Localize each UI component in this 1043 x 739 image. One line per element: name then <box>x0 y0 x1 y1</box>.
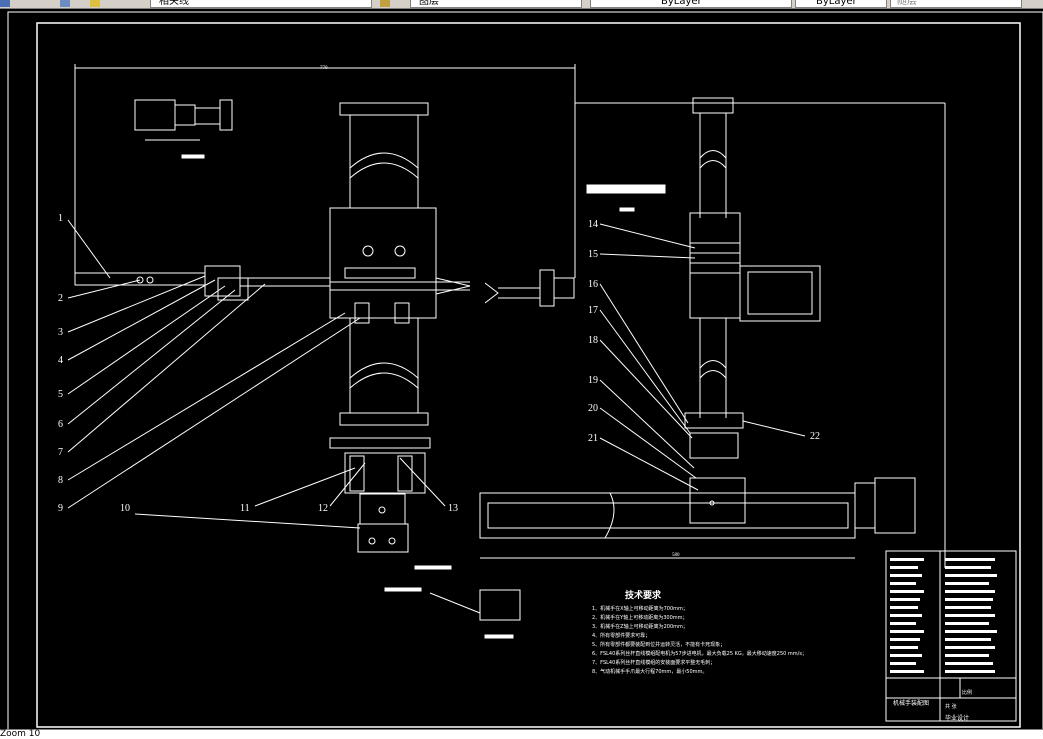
callout-label: 4 <box>58 355 63 366</box>
lineweight-dropdown[interactable]: ByLayer <box>795 0 887 8</box>
callout-label: 18 <box>588 335 598 346</box>
linetype-value: ByLayer <box>661 0 702 7</box>
command-line[interactable]: Zoom 10 <box>0 729 1043 739</box>
callout-label: 21 <box>588 433 598 444</box>
layer-name: 相关线 <box>159 0 189 7</box>
linetype-dropdown[interactable]: ByLayer <box>590 0 792 8</box>
callout-label: 2 <box>58 293 63 304</box>
callout-label: 5 <box>58 389 63 400</box>
parts-list-rows <box>890 558 997 673</box>
plotstyle-dropdown[interactable]: 随层 <box>890 0 1022 8</box>
tech-req-line: 5、所有零部件都要装配到位并运转灵活，不能有卡死现象； <box>592 641 725 648</box>
color-value: 图层 <box>419 0 439 7</box>
layer-state-icon[interactable] <box>60 0 70 7</box>
toolbar: 相关线 图层 ByLayer ByLayer 随层 <box>0 0 1043 9</box>
tech-req-line: 2、机械手在Y轴上可移动距离为300mm； <box>592 614 688 621</box>
drawing-canvas[interactable]: 1 2 3 4 5 6 7 8 9 10 11 12 13 14 15 16 1… <box>0 8 1043 731</box>
leader-lines <box>67 219 806 529</box>
scale-label: 比例 <box>962 689 972 696</box>
tech-req-line: 4、所有零部件要求可靠； <box>592 632 650 639</box>
callout-label: 9 <box>58 503 63 514</box>
tech-req-line: 7、FSL40系列丝杆直线模组的安装面要求平整无毛刺； <box>592 659 715 666</box>
command-text: Zoom 10 <box>0 729 41 739</box>
callout-label: 3 <box>58 327 63 338</box>
callout-label: 22 <box>810 431 820 442</box>
plotstyle-value: 随层 <box>897 0 917 7</box>
color-dropdown[interactable]: 图层 <box>410 0 582 8</box>
sun-icon[interactable] <box>90 0 100 7</box>
dimension-text: 580 <box>672 553 680 558</box>
callout-label: 20 <box>588 403 598 414</box>
title-block-text: 机械手装配图 毕业设计 比例 共 张 <box>893 689 972 722</box>
callout-label: 16 <box>588 279 598 290</box>
callout-label: 15 <box>588 249 598 260</box>
drawing-name: 机械手装配图 <box>893 699 929 707</box>
callout-label: 7 <box>58 447 63 458</box>
left-view <box>74 64 576 553</box>
callout-label: 17 <box>588 305 598 316</box>
layer-icon[interactable] <box>0 0 10 7</box>
layer-tool-icon[interactable] <box>380 0 390 7</box>
layer-dropdown[interactable]: 相关线 <box>150 0 372 8</box>
lineweight-value: ByLayer <box>816 0 857 7</box>
right-view <box>384 97 946 639</box>
dimension-text: 770 <box>320 66 328 71</box>
callout-label: 6 <box>58 419 63 430</box>
tech-req-line: 6、FSL40系列丝杆直线模组配电机为57步进电机，最大负载25 KG，最大移动… <box>592 650 807 657</box>
tech-req-line: 8、气动机械手手爪最大行程70mm，最小50mm。 <box>592 668 707 675</box>
tech-req-title: 技术要求 <box>625 589 662 601</box>
callout-label: 1 <box>58 213 63 224</box>
callout-label: 11 <box>240 503 250 514</box>
tech-req-line: 3、机械手在Z轴上可移动距离为200mm； <box>592 623 688 630</box>
callout-label: 19 <box>588 375 598 386</box>
cad-drawing: 1 2 3 4 5 6 7 8 9 10 11 12 13 14 15 16 1… <box>7 11 1043 731</box>
callout-label: 14 <box>588 219 598 230</box>
technical-requirements: 技术要求 1、机械手在X轴上可移动距离为700mm； 2、机械手在Y轴上可移动距… <box>592 589 807 675</box>
tech-req-line: 1、机械手在X轴上可移动距离为700mm； <box>592 605 688 612</box>
title-block <box>885 550 1017 722</box>
inner-border <box>36 22 1021 728</box>
design-label: 毕业设计 <box>945 714 969 722</box>
callout-label: 8 <box>58 475 63 486</box>
callout-label: 10 <box>120 503 130 514</box>
callout-label: 12 <box>318 503 328 514</box>
callout-label: 13 <box>448 503 458 514</box>
callouts: 1 2 3 4 5 6 7 8 9 10 11 12 13 14 15 16 1… <box>58 66 820 558</box>
sheet-label: 共 张 <box>945 703 957 710</box>
